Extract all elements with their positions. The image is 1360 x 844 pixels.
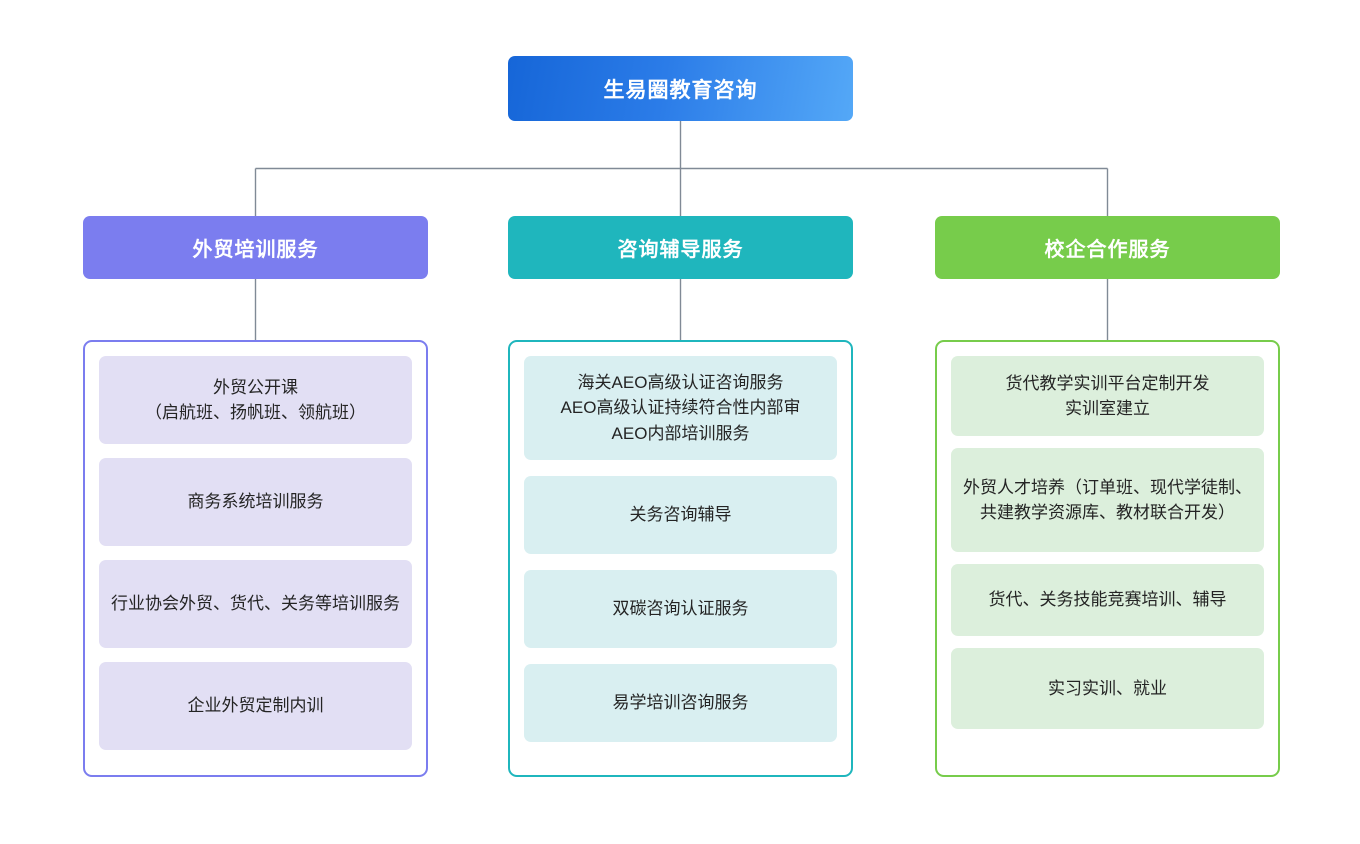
branch-column-1: 咨询辅导服务 海关AEO高级认证咨询服务 AEO高级认证持续符合性内部审 AEO…	[508, 216, 853, 777]
service-item[interactable]: 商务系统培训服务	[99, 458, 412, 546]
category-header-2[interactable]: 校企合作服务	[935, 216, 1280, 279]
service-item[interactable]: 外贸公开课 （启航班、扬帆班、领航班）	[99, 356, 412, 444]
category-header-1[interactable]: 咨询辅导服务	[508, 216, 853, 279]
service-item[interactable]: 外贸人才培养（订单班、现代学徒制、共建教学资源库、教材联合开发）	[951, 448, 1264, 552]
service-item[interactable]: 企业外贸定制内训	[99, 662, 412, 750]
root-node[interactable]: 生易圈教育咨询	[508, 56, 853, 121]
service-item[interactable]: 行业协会外贸、货代、关务等培训服务	[99, 560, 412, 648]
service-item[interactable]: 易学培训咨询服务	[524, 664, 837, 742]
services-panel-1: 海关AEO高级认证咨询服务 AEO高级认证持续符合性内部审 AEO内部培训服务 …	[508, 340, 853, 777]
root-node-label: 生易圈教育咨询	[603, 78, 758, 102]
service-item[interactable]: 双碳咨询认证服务	[524, 570, 837, 648]
service-item[interactable]: 海关AEO高级认证咨询服务 AEO高级认证持续符合性内部审 AEO内部培训服务	[524, 356, 837, 460]
category-header-label-0: 外贸培训服务	[192, 239, 319, 261]
service-item[interactable]: 货代教学实训平台定制开发 实训室建立	[951, 356, 1264, 436]
category-header-label-1: 咨询辅导服务	[617, 239, 744, 261]
service-item[interactable]: 关务咨询辅导	[524, 476, 837, 554]
branch-column-2: 校企合作服务 货代教学实训平台定制开发 实训室建立 外贸人才培养（订单班、现代学…	[935, 216, 1280, 777]
service-item[interactable]: 货代、关务技能竞赛培训、辅导	[951, 564, 1264, 636]
category-header-0[interactable]: 外贸培训服务	[83, 216, 428, 279]
service-item[interactable]: 实习实训、就业	[951, 648, 1264, 729]
services-panel-2: 货代教学实训平台定制开发 实训室建立 外贸人才培养（订单班、现代学徒制、共建教学…	[935, 340, 1280, 777]
category-header-label-2: 校企合作服务	[1044, 239, 1171, 261]
services-panel-0: 外贸公开课 （启航班、扬帆班、领航班） 商务系统培训服务 行业协会外贸、货代、关…	[83, 340, 428, 777]
branch-column-0: 外贸培训服务 外贸公开课 （启航班、扬帆班、领航班） 商务系统培训服务 行业协会…	[83, 216, 428, 777]
